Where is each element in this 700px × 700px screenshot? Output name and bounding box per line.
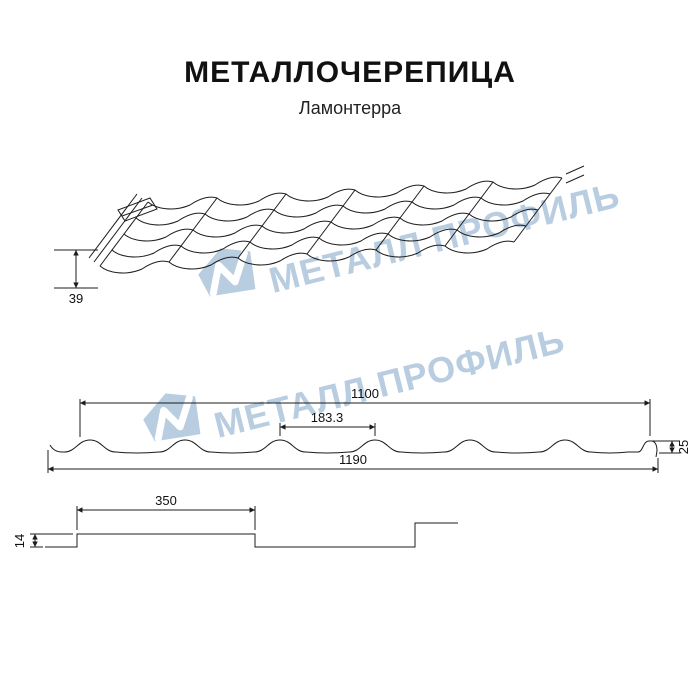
- watermark-lower: МЕТАЛЛ ПРОФИЛЬ: [143, 319, 569, 446]
- ridge-line: [444, 181, 494, 247]
- dim-cover-width: 1100: [79, 386, 651, 437]
- dim-profile-height: 25: [651, 440, 691, 454]
- break-mark: [565, 165, 585, 175]
- profile-curve: [49, 439, 658, 458]
- dim-step-height: 14: [12, 533, 73, 548]
- page-subtitle: Ламонтерра: [298, 98, 402, 118]
- dim-step-height-label: 14: [12, 534, 27, 548]
- roof-perspective: 39: [54, 165, 585, 306]
- dim-wave-module: 183.3: [279, 410, 376, 436]
- dim-profile-height-label: 25: [676, 440, 691, 454]
- dim-sheet-width: 1190: [47, 450, 659, 473]
- ridge-line: [99, 201, 149, 267]
- step-profile: 350 14: [12, 493, 458, 548]
- dim-eave-height: 39: [54, 249, 98, 306]
- dim-wave-module-label: 183.3: [311, 410, 344, 425]
- watermark-upper: МЕТАЛЛ ПРОФИЛЬ: [198, 174, 624, 301]
- edge-cap-detail-line: [121, 204, 154, 217]
- profile-section: 1100 183.3 25 1190: [47, 386, 691, 473]
- metall-profil-logo-icon: [143, 393, 201, 443]
- dim-cover-width-label: 1100: [351, 386, 379, 401]
- ridge-line: [513, 177, 563, 243]
- dim-module-length: 350: [76, 493, 256, 530]
- edge-cap-detail: [117, 197, 158, 222]
- metall-profil-logo-icon: [198, 248, 256, 298]
- ridge-line: [306, 189, 356, 255]
- eave-strip-line: [88, 193, 138, 259]
- ridge-line: [168, 197, 218, 263]
- watermark-text: МЕТАЛЛ ПРОФИЛЬ: [210, 319, 569, 446]
- dim-eave-height-label: 39: [69, 291, 83, 306]
- dim-sheet-width-label: 1190: [339, 452, 367, 467]
- page-title: МЕТАЛЛОЧЕРЕПИЦА: [184, 56, 516, 89]
- step-curve: [45, 522, 458, 548]
- ridge-line: [375, 185, 425, 251]
- ridge-line: [237, 193, 287, 259]
- eave-strip-line: [93, 197, 143, 263]
- dim-module-length-label: 350: [155, 493, 177, 508]
- break-mark: [565, 174, 585, 184]
